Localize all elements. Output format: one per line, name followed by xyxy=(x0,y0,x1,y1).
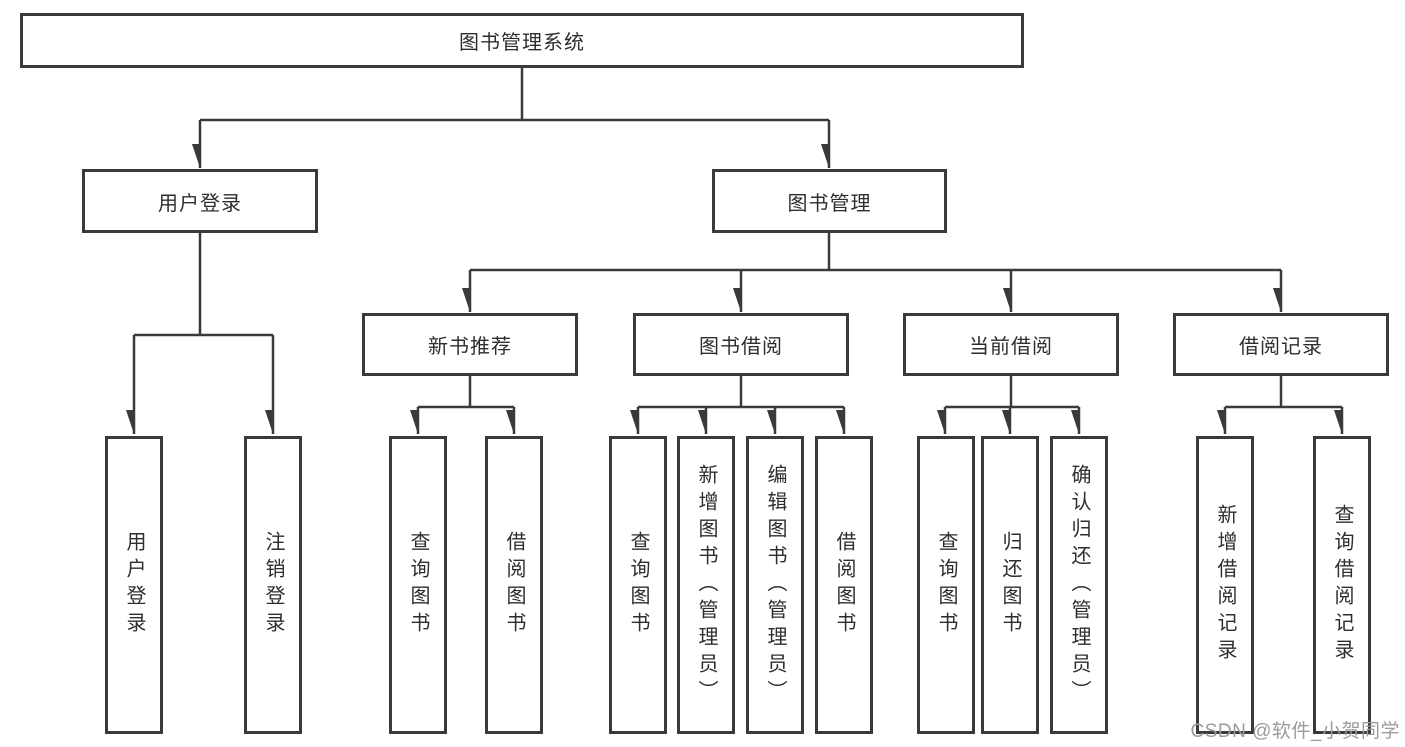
node-leaf-query-books-current: 查询图书 xyxy=(917,436,975,734)
csdn-watermark: CSDN @软件_小贺同学 xyxy=(1190,721,1400,742)
node-leaf-logout: 注销登录 xyxy=(244,436,302,734)
node-leaf-confirm-return-admin: 确认归还（管理员） xyxy=(1050,436,1108,734)
node-label: 当前借阅 xyxy=(969,336,1053,358)
node-leaf-borrow-books: 借阅图书 xyxy=(815,436,873,734)
node-label: 图书管理 xyxy=(787,192,872,215)
node-label: 确认归还（管理员） xyxy=(1068,463,1090,707)
node-leaf-add-borrow-record: 新增借阅记录 xyxy=(1196,436,1254,734)
node-label: 用户登录 xyxy=(158,192,242,215)
node-label: 借阅图书 xyxy=(503,531,525,639)
node-label: 注销登录 xyxy=(262,531,284,639)
node-label: 编辑图书（管理员） xyxy=(764,463,786,707)
node-book-management: 图书管理 xyxy=(712,169,947,233)
node-user-login: 用户登录 xyxy=(82,169,318,233)
node-label: 新增借阅记录 xyxy=(1214,504,1236,666)
node-new-book-recommend: 新书推荐 xyxy=(362,313,578,376)
node-label: 图书借阅 xyxy=(699,336,783,358)
node-label: 用户登录 xyxy=(123,531,145,639)
node-label: 查询图书 xyxy=(627,531,649,639)
node-label: 借阅记录 xyxy=(1239,336,1323,358)
node-leaf-user-login: 用户登录 xyxy=(105,436,163,734)
node-label: 查询图书 xyxy=(935,531,957,639)
node-label: 借阅图书 xyxy=(833,531,855,639)
node-borrow-records: 借阅记录 xyxy=(1173,313,1389,376)
node-label: 图书管理系统 xyxy=(459,32,585,54)
node-leaf-borrow-books-recommend: 借阅图书 xyxy=(485,436,543,734)
node-label: 归还图书 xyxy=(999,531,1021,639)
node-label: 查询借阅记录 xyxy=(1331,504,1353,666)
node-label: 查询图书 xyxy=(407,531,429,639)
node-library-management-system: 图书管理系统 xyxy=(20,13,1024,68)
node-leaf-return-book: 归还图书 xyxy=(981,436,1039,734)
node-leaf-query-borrow-record: 查询借阅记录 xyxy=(1313,436,1371,734)
node-leaf-query-books-borrow: 查询图书 xyxy=(609,436,667,734)
node-leaf-edit-book-admin: 编辑图书（管理员） xyxy=(746,436,804,734)
node-book-borrow: 图书借阅 xyxy=(633,313,849,376)
node-leaf-query-books-recommend: 查询图书 xyxy=(389,436,447,734)
node-leaf-add-book-admin: 新增图书（管理员） xyxy=(677,436,735,734)
node-current-borrow: 当前借阅 xyxy=(903,313,1119,376)
node-label: 新增图书（管理员） xyxy=(695,463,717,707)
node-label: 新书推荐 xyxy=(428,336,512,358)
